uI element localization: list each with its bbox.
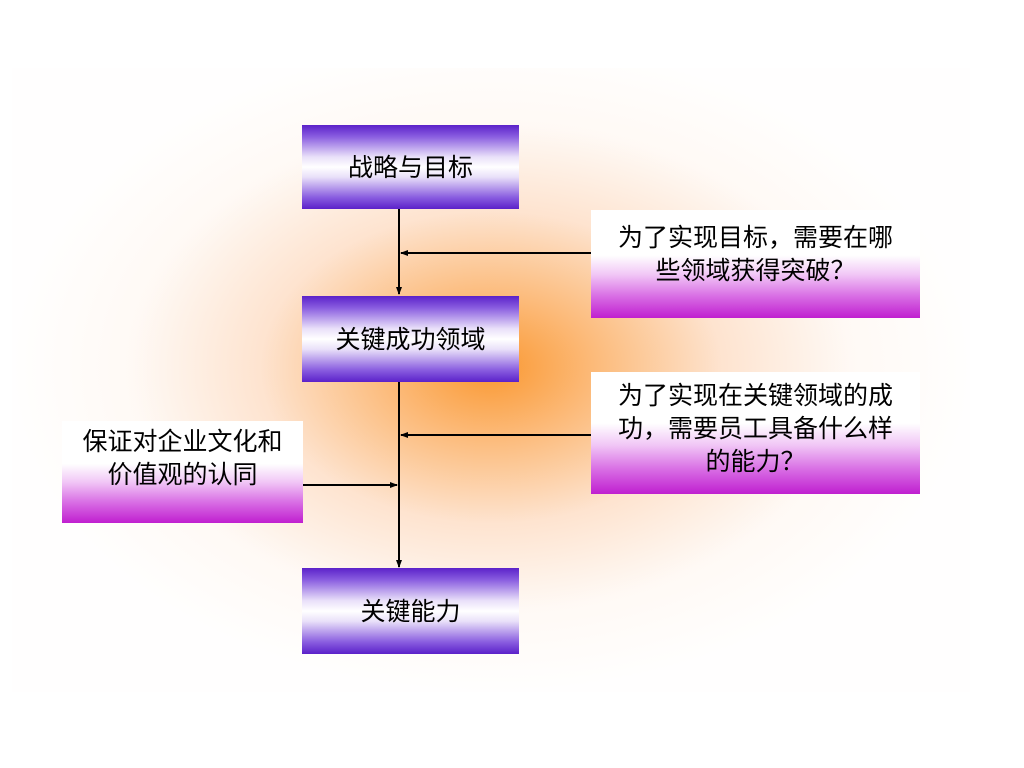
note-culture-values-text: 保证对企业文化和价值观的认同: [82, 427, 283, 489]
node-key-success-areas: 关键成功领域: [302, 296, 519, 382]
note-breakthrough-question: 为了实现目标，需要在哪些领域获得突破？: [591, 210, 920, 318]
node-strategy: 战略与目标: [302, 125, 519, 209]
node-strategy-label: 战略与目标: [347, 152, 473, 182]
note-capability-question-text: 为了实现在关键领域的成功，需要员工具备什么样的能力？: [617, 381, 893, 476]
note-capability-question: 为了实现在关键领域的成功，需要员工具备什么样的能力？: [591, 372, 920, 494]
note-culture-values: 保证对企业文化和价值观的认同: [62, 421, 303, 523]
node-key-capabilities-label: 关键能力: [360, 596, 461, 626]
note-breakthrough-question-text: 为了实现目标，需要在哪些领域获得突破？: [617, 223, 893, 285]
node-key-capabilities: 关键能力: [302, 568, 519, 654]
node-key-success-areas-label: 关键成功领域: [335, 324, 486, 354]
